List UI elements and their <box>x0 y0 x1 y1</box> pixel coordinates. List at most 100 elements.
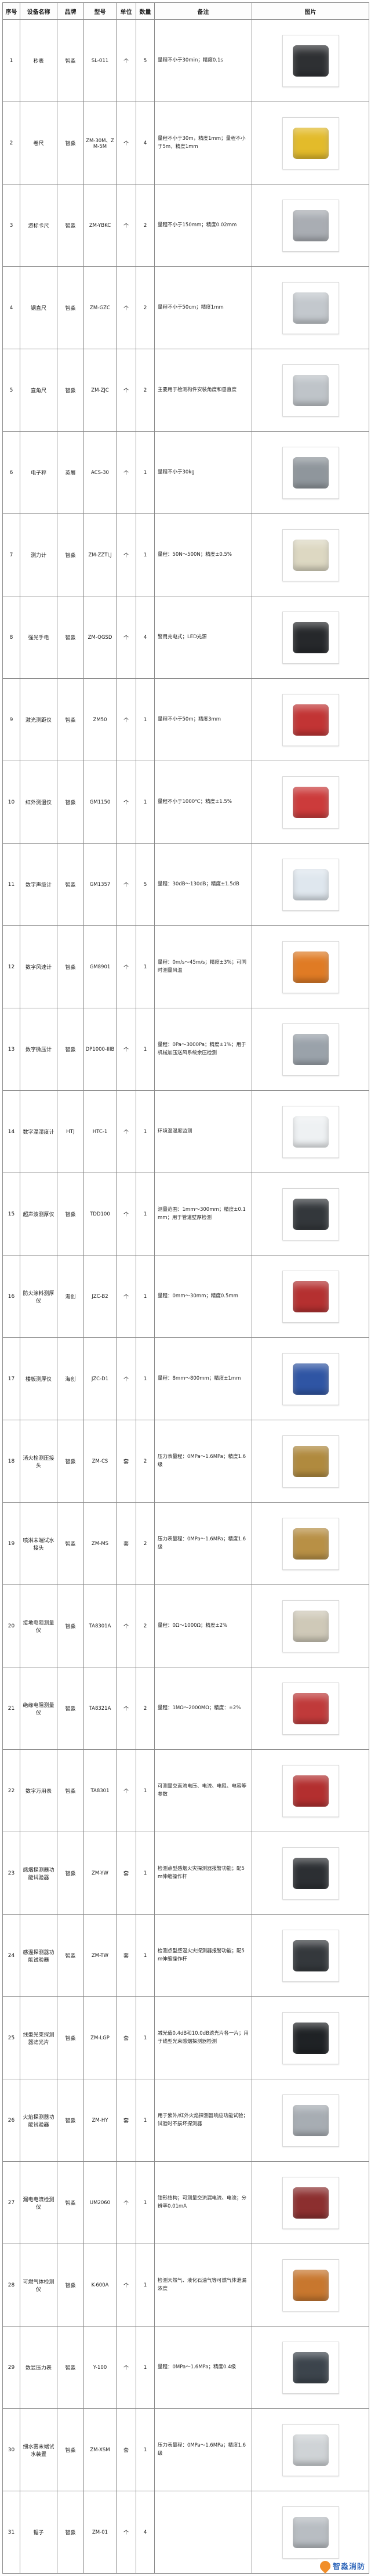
model-cell: K-600A <box>83 2244 117 2327</box>
product-photo-blob <box>292 457 329 489</box>
brand-cell: 智淼 <box>57 513 84 596</box>
equipment-name-cell: 数字万用表 <box>20 1749 57 1832</box>
table-row: 17 楼板测厚仪 海创 JZC-D1 个 1 量程：8mm～800mm；精度±1… <box>2 1337 369 1420</box>
model-cell: GM8901 <box>83 925 117 1008</box>
model-cell: TA8321A <box>83 1667 117 1750</box>
brand-cell: 智淼 <box>57 1996 84 2079</box>
heat-detector-tester-photo <box>282 1929 339 1982</box>
brand-cell: 智淼 <box>57 349 84 432</box>
table-row: 7 测力计 智淼 ZM-ZZTLJ 个 1 量程：50N～500N；精度±0.5… <box>2 513 369 596</box>
leakage-clamp-meter-photo <box>282 2176 339 2229</box>
brand-cell: 智淼 <box>57 2244 84 2327</box>
row-number-cell: 23 <box>2 1832 20 1915</box>
unit-cell: 个 <box>116 349 136 432</box>
equipment-name-cell: 直角尺 <box>20 349 57 432</box>
column-header-model: 型号 <box>83 2 117 20</box>
product-photo-blob <box>292 1033 329 1065</box>
product-photo-blob <box>292 1528 329 1560</box>
quantity-cell: 1 <box>136 1832 155 1915</box>
photo-cell <box>252 761 369 844</box>
quantity-cell: 1 <box>136 2244 155 2327</box>
product-photo-blob <box>292 1775 329 1807</box>
remark-cell: 量程：0Ω～1000Ω；精度±2% <box>154 1584 252 1667</box>
vernier-caliper-photo <box>282 199 339 252</box>
equipment-name-cell: 数字风速计 <box>20 925 57 1008</box>
model-cell: GM1357 <box>83 843 117 926</box>
row-number-cell: 15 <box>2 1173 20 1256</box>
equipment-name-cell: 激光测距仪 <box>20 678 57 761</box>
model-cell: DP1000-IIIB <box>83 1008 117 1091</box>
row-number-cell: 8 <box>2 596 20 679</box>
equipment-table-body: 1 秒表 智淼 SL-011 个 5 量程不小于30min；精度0.1s 2 卷… <box>2 19 369 2574</box>
product-photo-blob <box>292 374 329 406</box>
quantity-cell: 1 <box>136 1255 155 1338</box>
product-photo-blob <box>292 1445 329 1477</box>
quantity-cell: 2 <box>136 266 155 349</box>
row-number-cell: 31 <box>2 2491 20 2574</box>
saw-blade-photo <box>282 2506 339 2559</box>
model-cell: ZM-QGSD <box>83 596 117 679</box>
table-row: 6 电子秤 英展 ACS-30 个 1 量程不小于30kg <box>2 431 369 514</box>
model-cell: HTC-1 <box>83 1090 117 1173</box>
model-cell: TA8301 <box>83 1749 117 1832</box>
remark-cell: 主要用于检测构件安装角度和垂直度 <box>154 349 252 432</box>
row-number-cell: 26 <box>2 2079 20 2162</box>
remark-cell: 量程不小于1000℃；精度±1.5% <box>154 761 252 844</box>
brand-cell: 智淼 <box>57 1420 84 1503</box>
brand-cell: 智淼 <box>57 1914 84 1997</box>
column-header-unit: 单位 <box>116 2 136 20</box>
brand-cell: 智淼 <box>57 184 84 267</box>
quantity-cell: 1 <box>136 1090 155 1173</box>
equipment-name-cell: 线型光束探测器滤光片 <box>20 1996 57 2079</box>
unit-cell: 个 <box>116 2161 136 2244</box>
equipment-name-cell: 游标卡尺 <box>20 184 57 267</box>
quantity-cell: 2 <box>136 1584 155 1667</box>
table-row: 13 数字微压计 智淼 DP1000-IIIB 个 1 量程：0Pa～3000P… <box>2 1008 369 1091</box>
unit-cell: 个 <box>116 2491 136 2574</box>
tape-measure-photo <box>282 117 339 169</box>
table-row: 27 漏电电流检测仪 智淼 UM2060 个 1 钳形结构；可测量交流漏电流、电… <box>2 2161 369 2244</box>
brand-cell: 智淼 <box>57 1832 84 1915</box>
remark-cell: 量程：30dB～130dB；精度±1.5dB <box>154 843 252 926</box>
model-cell: ZM-ZJC <box>83 349 117 432</box>
model-cell: ZM-GZC <box>83 266 117 349</box>
quantity-cell: 2 <box>136 1420 155 1503</box>
hydrant-pressure-adapter-photo <box>282 1435 339 1488</box>
unit-cell: 套 <box>116 2408 136 2491</box>
unit-cell: 套 <box>116 1914 136 1997</box>
product-photo-blob <box>292 2516 329 2548</box>
photo-cell <box>252 1090 369 1173</box>
remark-cell: 检测点型感温火灾探测器报警功能；配5m伸缩操作杆 <box>154 1914 252 1997</box>
model-cell: ZM-MS <box>83 1502 117 1585</box>
model-cell: ZM-YBKC <box>83 184 117 267</box>
column-header-remark: 备注 <box>154 2 252 20</box>
row-number-cell: 20 <box>2 1584 20 1667</box>
remark-cell: 警用充电式；LED光源 <box>154 596 252 679</box>
table-row: 19 喷淋末端试水接头 智淼 ZM-MS 套 2 压力表量程：0MPa～1.6M… <box>2 1502 369 1585</box>
table-row: 28 可燃气体检测仪 智淼 K-600A 个 1 检测天然气、液化石油气等可燃气… <box>2 2244 369 2327</box>
slab-thickness-gauge-photo <box>282 1352 339 1405</box>
unit-cell: 个 <box>116 2326 136 2409</box>
flashlight-photo <box>282 611 339 664</box>
column-header-photo: 图片 <box>252 2 369 20</box>
thermo-hygrometer-photo <box>282 1105 339 1158</box>
remark-cell: 量程：8mm～800mm；精度±1mm <box>154 1337 252 1420</box>
row-number-cell: 1 <box>2 19 20 102</box>
table-row: 8 强光手电 智淼 ZM-QGSD 个 4 警用充电式；LED光源 <box>2 596 369 679</box>
photo-cell <box>252 513 369 596</box>
unit-cell: 个 <box>116 596 136 679</box>
equipment-name-cell: 红外测温仪 <box>20 761 57 844</box>
row-number-cell: 5 <box>2 349 20 432</box>
table-row: 14 数字温湿度计 HTJ HTC-1 个 1 环境温湿度监测 <box>2 1090 369 1173</box>
quantity-cell: 5 <box>136 843 155 926</box>
unit-cell: 套 <box>116 1502 136 1585</box>
ultrasonic-thickness-gauge-photo <box>282 1188 339 1240</box>
infrared-thermometer-photo <box>282 776 339 828</box>
model-cell: ZM-LGP <box>83 1996 117 2079</box>
column-header-name: 设备名称 <box>20 2 57 20</box>
digital-pressure-gauge-photo <box>282 2341 339 2394</box>
remark-cell: 可测量交直流电压、电流、电阻、电容等参数 <box>154 1749 252 1832</box>
equipment-name-cell: 感烟探测器功能试验器 <box>20 1832 57 1915</box>
table-row: 25 线型光束探测器滤光片 智淼 ZM-LGP 套 1 减光值0.4dB和10.… <box>2 1996 369 2079</box>
